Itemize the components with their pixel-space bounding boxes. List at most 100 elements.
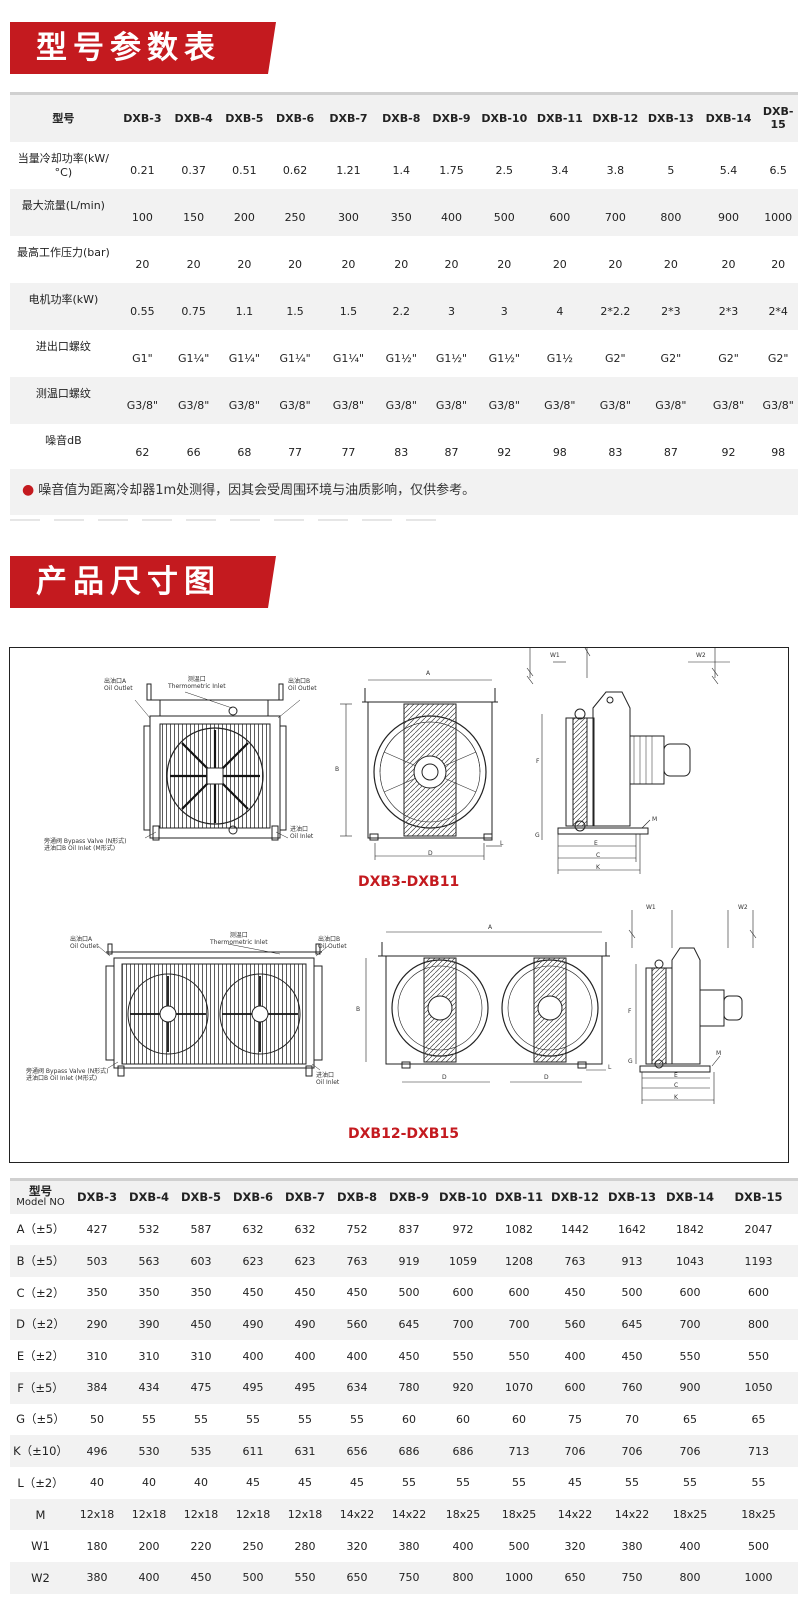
dim-w2-top: W2 [696, 652, 706, 659]
label-bypass-2: 旁通阀 Bypass Valve (N形式) [26, 1068, 109, 1075]
front-view-small [134, 683, 301, 841]
label-thermo-en-2: Thermometric Inlet [210, 939, 268, 946]
spec-cell: 0.62 [282, 163, 308, 177]
spec-cell: G1½" [488, 351, 520, 365]
dims-cell: 600 [508, 1286, 530, 1300]
spec-cell: 20 [771, 257, 786, 271]
dims-cell: 706 [564, 1444, 586, 1458]
dims-cell: 40 [142, 1476, 156, 1490]
dims-row-label: F（±5） [17, 1380, 64, 1395]
dims-cell: 752 [346, 1222, 368, 1236]
dims-cell: 1082 [505, 1222, 533, 1236]
spec-cell: G3/8" [228, 398, 260, 412]
dims-cell: 713 [508, 1444, 530, 1458]
spec-cell: G1½" [435, 351, 468, 365]
dims-row-label: W2 [31, 1570, 50, 1585]
noise-note: ●噪音值为距离冷却器1m处测得，因其会受周围环境与油质影响，仅供参考。 [10, 469, 798, 515]
spec-cell: G3/8" [177, 398, 210, 412]
spec-cell: 66 [186, 445, 201, 459]
label-outlet-a: 出油口A [104, 678, 127, 685]
label-oil-outlet-b-2: Oil Outlet [318, 943, 347, 950]
label-bypass: 旁通阀 Bypass Valve (N形式) [44, 838, 127, 845]
dim-k-top: K [596, 864, 600, 871]
spec-cell: 20 [608, 257, 623, 271]
dim-l-bottom: L [608, 1064, 612, 1071]
spec-cell: 0.75 [181, 304, 206, 318]
dims-cell: 180 [86, 1539, 108, 1553]
dims-cell: 55 [402, 1476, 416, 1490]
dims-cell: 350 [190, 1286, 212, 1300]
spec-cell: 3 [500, 304, 508, 318]
dim-l-top: L [500, 840, 504, 847]
spec-cell: G3/8" [332, 398, 365, 412]
spec-cell: G2" [718, 351, 739, 365]
dims-cell: 12x18 [79, 1508, 115, 1522]
dims-cell: 913 [621, 1254, 643, 1268]
dims-cell: 400 [294, 1349, 316, 1363]
dims-cell: 587 [190, 1222, 212, 1236]
spec-cell: 0.55 [130, 304, 155, 318]
spec-cell: 77 [341, 445, 356, 459]
dims-cell: 800 [452, 1571, 474, 1585]
dims-cell: 972 [452, 1222, 474, 1236]
dims-cell: 632 [294, 1222, 316, 1236]
dims-cell: 650 [564, 1571, 586, 1585]
dims-cell: 530 [138, 1444, 160, 1458]
dims-row-label: D（±2） [16, 1317, 65, 1332]
spec-header-cell: DXB-14 [698, 92, 759, 142]
dims-cell: 1070 [505, 1381, 533, 1395]
dims-cell: 200 [138, 1539, 160, 1553]
dims-cell: 55 [512, 1476, 526, 1490]
label-inlet: 进油口 [290, 826, 309, 833]
spec-cell: 2*3 [718, 304, 739, 318]
spec-cell: G1½ [546, 351, 573, 365]
dims-cell: 603 [190, 1254, 212, 1268]
dims-row-label: L（±2） [17, 1475, 64, 1490]
spec-cell: 1000 [764, 210, 793, 224]
spec-cell: 4 [556, 304, 564, 318]
label-outlet-a-2: 出油口A [70, 936, 93, 943]
profile-view-large [628, 910, 757, 1104]
dims-header-cell: DXB-15 [719, 1178, 798, 1214]
spec-cell: 87 [663, 445, 678, 459]
dims-cell: 45 [568, 1476, 582, 1490]
spec-cell: G3/8" [712, 398, 745, 412]
dims-cell: 350 [86, 1286, 108, 1300]
spec-cell: 2*2.2 [600, 304, 631, 318]
dims-cell: 12x18 [235, 1508, 271, 1522]
dim-c-bottom: C [674, 1082, 679, 1089]
spec-cell: 20 [288, 257, 303, 271]
spec-cell: 77 [288, 445, 303, 459]
dims-cell: 320 [564, 1539, 586, 1553]
spec-cell: 20 [497, 257, 512, 271]
spec-cell: G1¼" [178, 351, 210, 365]
dims-cell: 400 [346, 1349, 368, 1363]
spec-header-cell: DXB-5 [219, 92, 270, 142]
dim-b-bottom: B [356, 1006, 361, 1013]
dims-cell: 763 [346, 1254, 368, 1268]
dims-cell: 400 [138, 1571, 160, 1585]
dims-cell: 750 [398, 1571, 420, 1585]
spec-cell: 83 [394, 445, 409, 459]
dims-cell: 632 [242, 1222, 264, 1236]
dims-cell: 600 [452, 1286, 474, 1300]
spec-cell: 0.21 [130, 163, 155, 177]
dims-cell: 900 [679, 1381, 701, 1395]
dims-cell: 563 [138, 1254, 160, 1268]
dim-w2-bottom: W2 [738, 904, 748, 911]
dims-cell: 60 [402, 1412, 416, 1426]
dims-cell: 750 [621, 1571, 643, 1585]
section-title-dimensions: 产品尺寸图 [36, 564, 221, 600]
dims-cell: 500 [398, 1286, 420, 1300]
dims-cell: 450 [190, 1571, 212, 1585]
spec-header-cell: DXB-3 [116, 92, 169, 142]
spec-cell: G3/8" [599, 398, 631, 412]
spec-cell: 83 [608, 445, 623, 459]
label-inlet-b-2: 进油口B Oil Inlet (M形式) [26, 1075, 98, 1082]
dims-cell: 623 [294, 1254, 316, 1268]
